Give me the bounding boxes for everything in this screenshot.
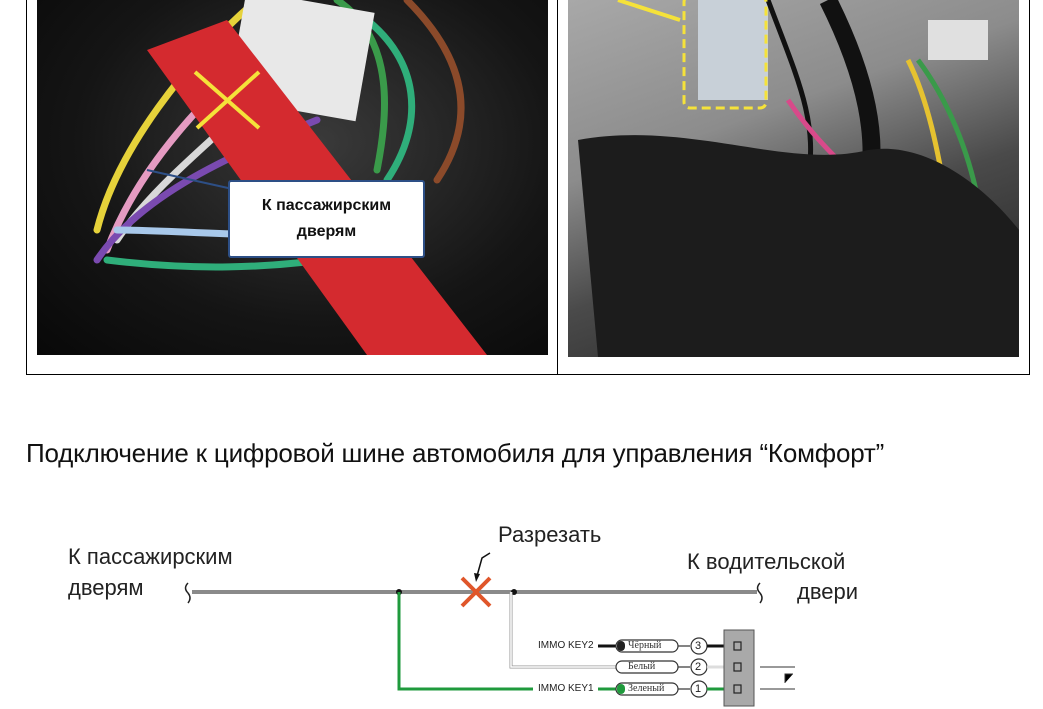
- wire-signal-immo-key2: IMMO KEY2: [538, 640, 594, 651]
- photo-driver-side-harness: [568, 0, 1019, 357]
- wiring-diagram-lines: [184, 552, 795, 707]
- driver-door-label-2: двери: [797, 579, 859, 604]
- wire-color-white: Белый: [628, 661, 656, 672]
- photo-right-art: [578, 0, 1019, 357]
- pin-1: 1: [695, 683, 702, 695]
- cut-mark-icon: [460, 576, 492, 608]
- driver-door-label-1: К водительской: [687, 549, 846, 574]
- section-heading: Подключение к цифровой шине автомобиля д…: [26, 438, 885, 468]
- callout-passenger-doors: К пассажирским дверям: [228, 180, 425, 258]
- photo-connector-passenger-doors: [37, 0, 548, 355]
- photo-table: [26, 0, 1030, 375]
- table-divider: [557, 0, 558, 375]
- cut-label: Разрезать: [498, 522, 602, 547]
- wire-signal-immo-key1: IMMO KEY1: [538, 683, 594, 694]
- passenger-doors-label-2: дверям: [68, 575, 144, 600]
- wiring-diagram: Разрезать К пассажирским дверям К водите…: [0, 500, 1043, 709]
- pin-2: 2: [695, 661, 702, 673]
- photo-left-art: [93, 0, 487, 355]
- passenger-doors-label-1: К пассажирским: [68, 544, 233, 569]
- wire-color-black: Чёрный: [628, 640, 662, 651]
- pin-3: 3: [695, 640, 702, 652]
- wire-color-green: Зеленый: [628, 683, 665, 694]
